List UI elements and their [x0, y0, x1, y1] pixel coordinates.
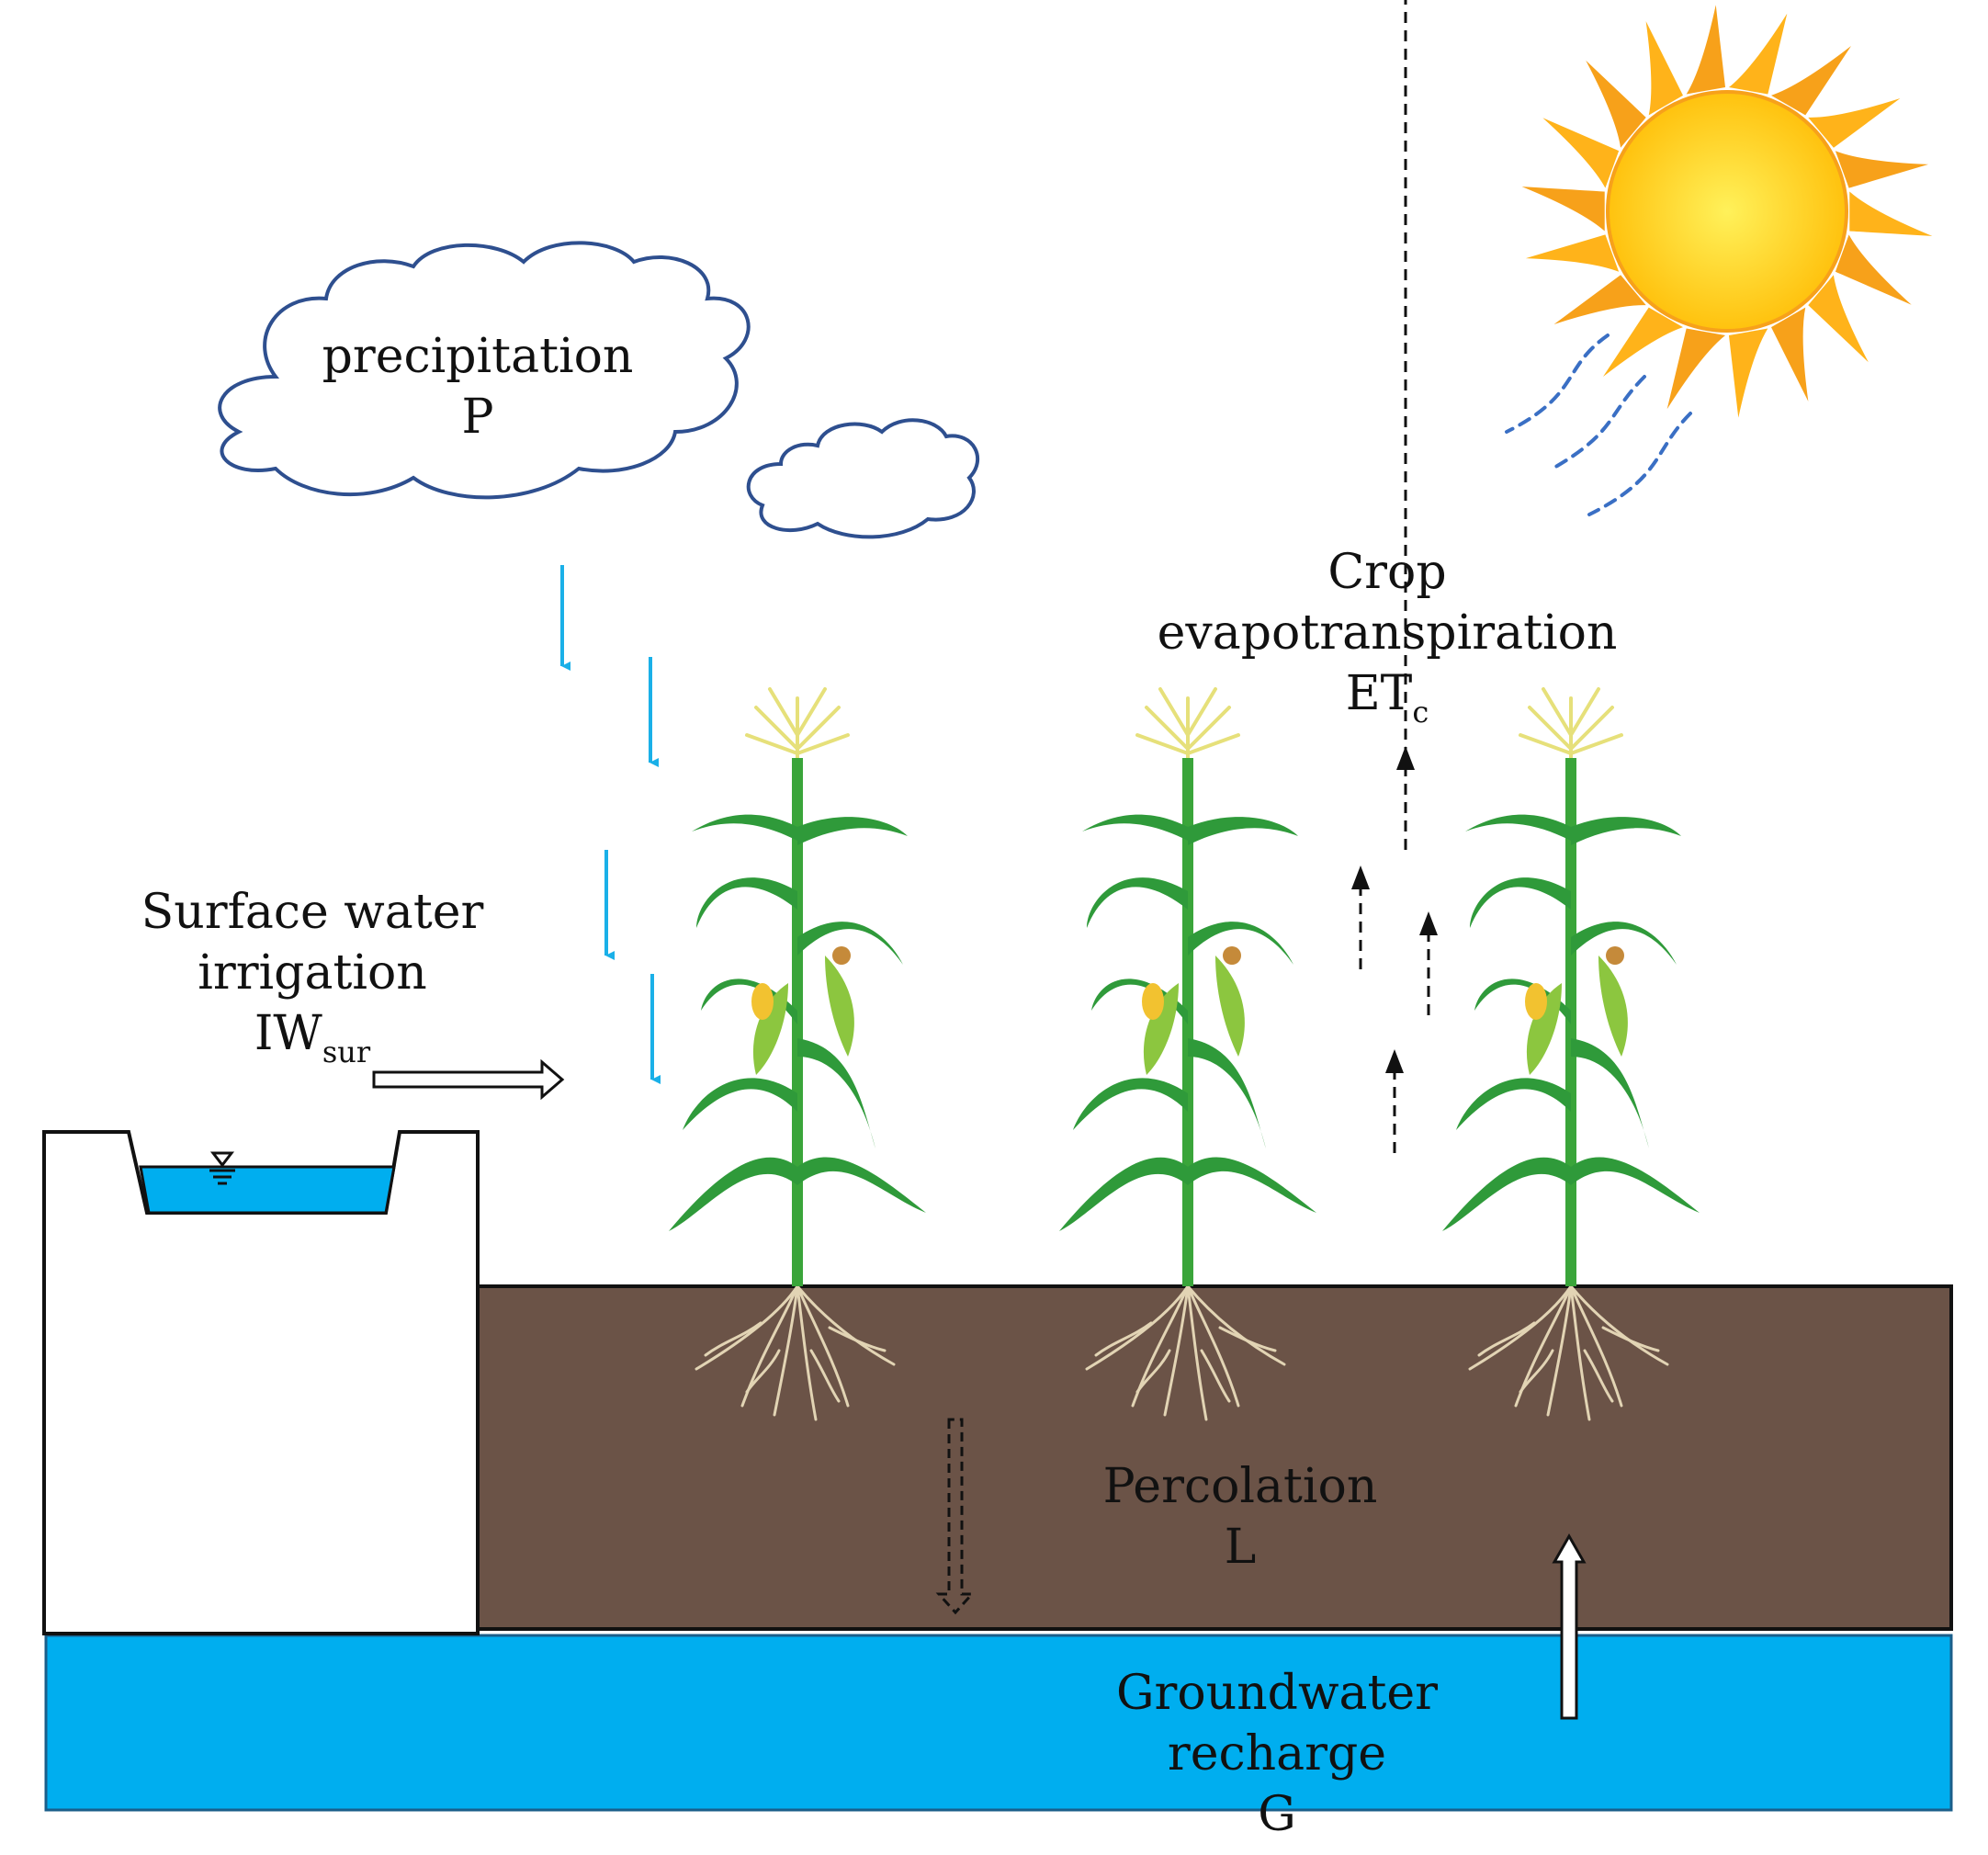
sun-ray	[1645, 21, 1683, 116]
groundwater-title-2: recharge	[1167, 1726, 1387, 1781]
recharge-arrow	[1552, 1533, 1587, 1720]
sun-ray	[1808, 98, 1901, 148]
sun-ray	[1728, 13, 1788, 95]
irrigation-arrow	[372, 1058, 565, 1101]
groundwater-symbol: G	[1258, 1787, 1296, 1842]
sun-ray	[1835, 151, 1929, 188]
rain-arrows	[560, 565, 661, 1084]
sun-ray	[1586, 60, 1646, 148]
percolation-label: Percolation L	[1084, 1456, 1396, 1578]
sun-ray	[1666, 328, 1726, 410]
sun-ray	[1602, 307, 1683, 377]
percolation-arrow	[935, 1418, 976, 1615]
evapotranspiration-title-2: evapotranspiration	[1157, 605, 1618, 661]
percolation-title: Percolation	[1102, 1459, 1378, 1514]
sun-ray	[1542, 118, 1620, 188]
canal-water	[139, 1165, 396, 1215]
cloud-icon	[218, 241, 751, 500]
sun-ray	[1728, 328, 1768, 418]
sun-ray	[1686, 5, 1726, 95]
irrigation-label: Surface water irrigation IWsur	[138, 882, 487, 1082]
water-level-icon	[209, 1151, 235, 1185]
heat-waves	[1505, 334, 1692, 516]
groundwater-title-1: Groundwater	[1115, 1666, 1438, 1721]
sun-icon	[1521, 5, 1933, 418]
sun-ray	[1835, 234, 1912, 305]
sun-ray	[1553, 275, 1646, 324]
evapotranspiration-symbol: ETc	[1148, 663, 1626, 742]
iw-subscript: sur	[322, 1035, 371, 1069]
precipitation-symbol: P	[461, 390, 494, 445]
sun-ray	[1771, 46, 1852, 116]
et-subscript: c	[1412, 695, 1429, 730]
evapotranspiration-arrows	[1351, 0, 1438, 1153]
irrigation-title-1: Surface water	[141, 885, 484, 940]
irrigation-symbol: IWsur	[138, 1003, 487, 1082]
precipitation-title: precipitation	[322, 329, 634, 384]
precipitation-label: precipitation P	[312, 326, 643, 447]
irrigation-title-2: irrigation	[198, 945, 427, 1001]
et-symbol: ET	[1345, 666, 1413, 721]
groundwater-layer	[44, 1634, 1953, 1812]
iw-symbol: IW	[254, 1006, 322, 1061]
sun-disc	[1606, 90, 1848, 333]
evapotranspiration-title-1: Crop	[1327, 545, 1447, 600]
groundwater-label: Groundwater recharge G	[1102, 1663, 1451, 1845]
sun-ray	[1525, 234, 1620, 272]
sun-ray	[1808, 275, 1869, 363]
evapotranspiration-label: Crop evapotranspiration ETc	[1148, 542, 1626, 742]
percolation-symbol: L	[1224, 1520, 1257, 1575]
sun-ray	[1849, 191, 1933, 236]
sun-ray	[1771, 307, 1809, 402]
small-cloud-icon	[746, 418, 980, 539]
sun-ray	[1521, 187, 1605, 232]
